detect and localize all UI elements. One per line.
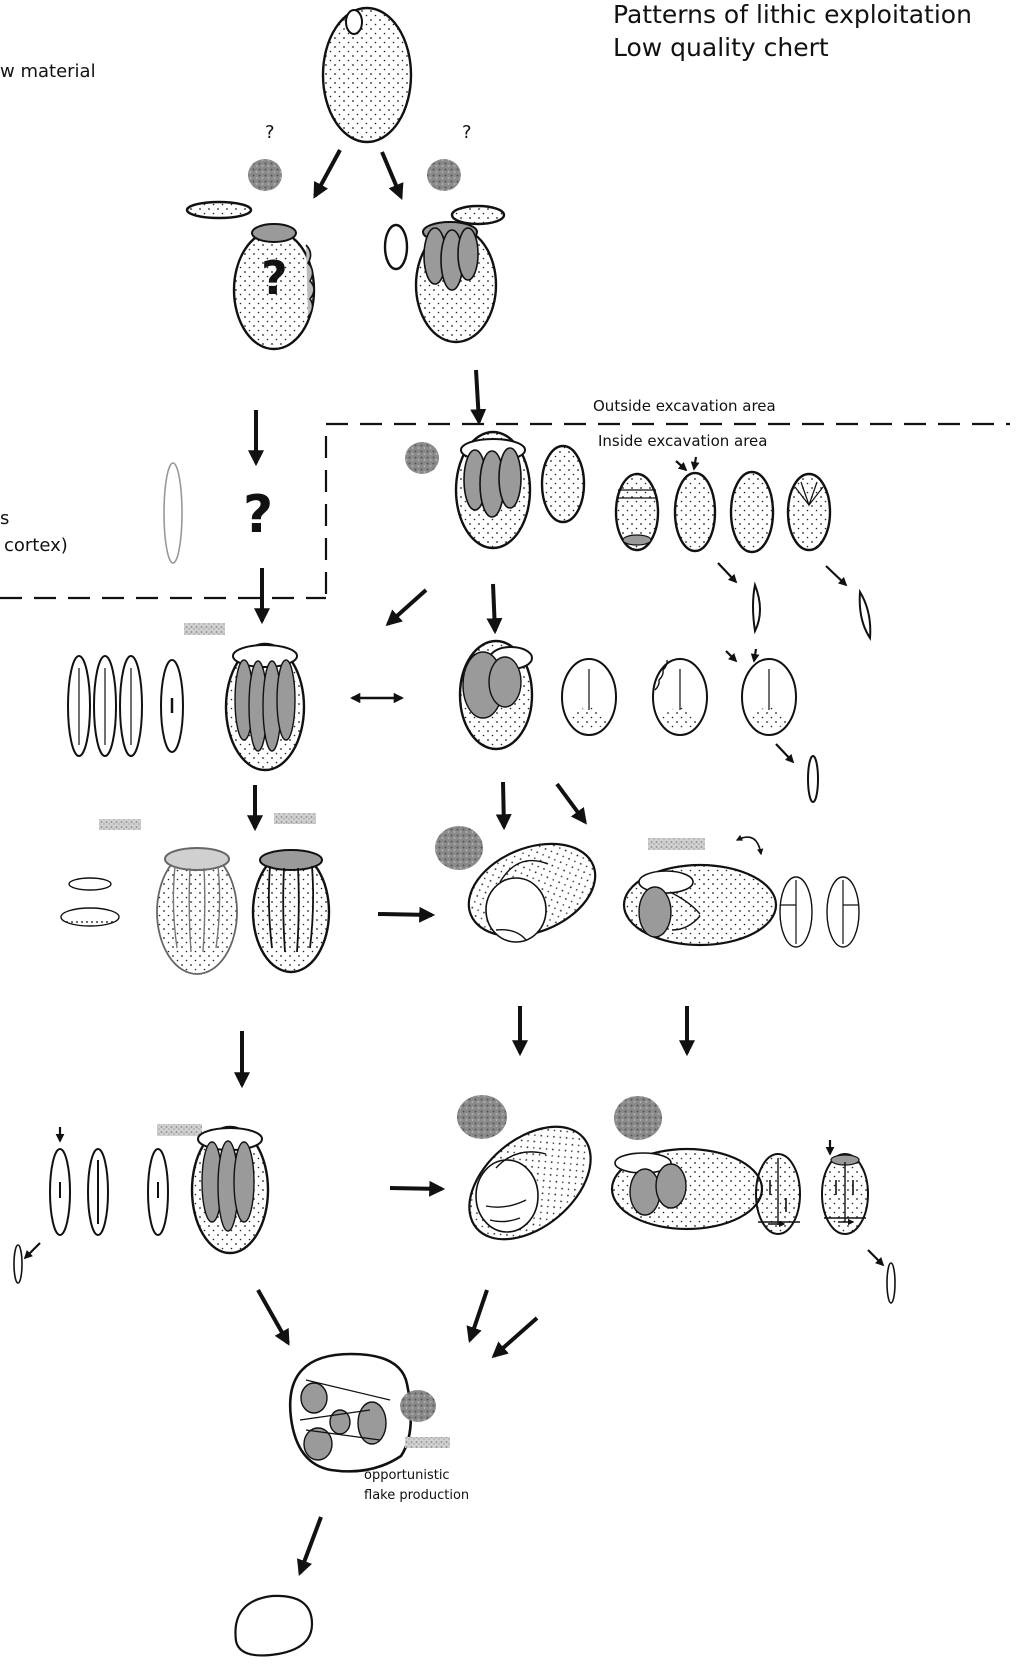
flake-cortical-base-2: [653, 659, 707, 735]
debitage-blade-2: [675, 473, 715, 551]
cortex-bar-3: [274, 813, 316, 824]
blade-core-exhausted-light: [157, 848, 237, 974]
platform-flake-1: [69, 878, 111, 890]
blade-blanks-row-2: [50, 1149, 168, 1235]
blade-core-prismatic: [226, 644, 304, 770]
flake-flat-right: [452, 206, 504, 224]
small-flake-1: [808, 756, 818, 802]
hammerstone-mid-1: [435, 826, 483, 870]
cortex-bar-4: [648, 838, 705, 850]
hammerstone-top-right: [427, 159, 461, 191]
split-flakes: [780, 877, 859, 947]
flake-cortical-base-1: [562, 659, 616, 735]
blade-core-late: [192, 1127, 268, 1253]
debitage-blade-1: [616, 474, 658, 550]
exhausted-nodule: [235, 1596, 312, 1656]
hammerstone-final: [400, 1390, 436, 1422]
hammerstone-top-left: [248, 159, 282, 191]
retouched-bladelet-1: [753, 585, 760, 631]
cortex-bar-2: [99, 819, 141, 830]
flake-flat-left: [187, 202, 251, 218]
raw-nodule: [323, 8, 411, 142]
hammerstone-low-1: [457, 1095, 507, 1139]
small-flake-2: [14, 1245, 22, 1283]
cortex-bar-6: [405, 1437, 450, 1448]
faint-blade: [164, 463, 182, 563]
hammerstone-inside: [405, 442, 439, 474]
hammerstone-low-2: [614, 1096, 662, 1140]
core-first-removals: [416, 222, 496, 342]
core-tilted-2: [624, 865, 776, 945]
core-blade-removals: [456, 432, 530, 548]
reduced-core-arrows-1: [756, 1154, 800, 1234]
crested-blade: [542, 446, 584, 522]
platform-flake-2: [61, 908, 119, 926]
opportunistic-core: [290, 1354, 411, 1471]
retouched-bladelet-2: [860, 592, 871, 638]
blade-core-exhausted: [253, 850, 329, 972]
small-flake-3: [887, 1263, 895, 1303]
cortex-bar-5: [157, 1124, 202, 1136]
cortex-bar-1: [184, 623, 225, 635]
debitage-blade-3: [731, 472, 773, 552]
flake-small-upright: [385, 225, 407, 269]
rotation-arrow: [737, 837, 761, 854]
debitage-blade-4: [788, 474, 830, 550]
core-unknown-method: [234, 224, 314, 349]
core-tilted-4: [612, 1149, 762, 1229]
flake-cortical-base-3: [742, 659, 796, 735]
reduced-core-arrows-2: [822, 1154, 868, 1234]
blade-blanks-row-1: [68, 656, 183, 756]
core-flake-removals: [460, 641, 532, 749]
